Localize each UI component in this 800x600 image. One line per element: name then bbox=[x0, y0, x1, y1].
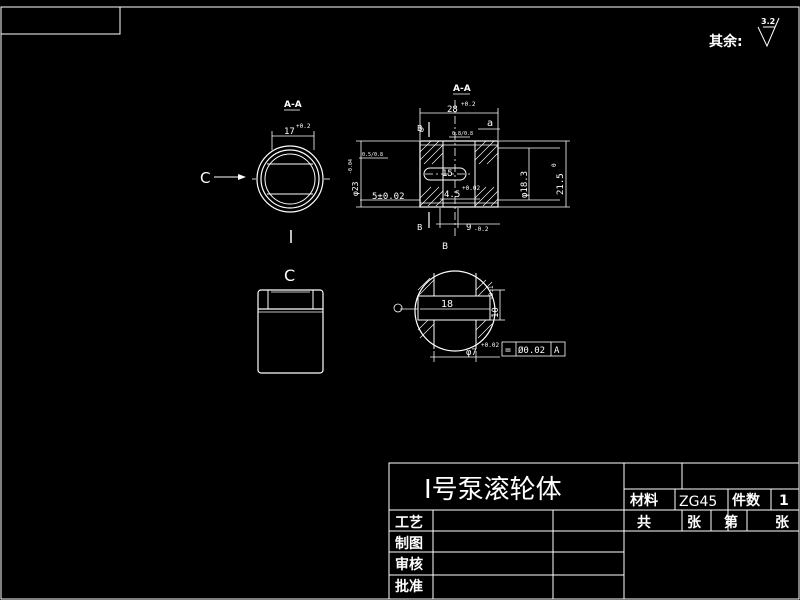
b-section-view: 18 10 -0.1 φ7 +0.02 = Ø0.02 A bbox=[393, 270, 566, 362]
dim-21-5: 21.5 bbox=[556, 173, 566, 195]
tolerance-value: Ø0.02 bbox=[518, 345, 545, 356]
sheet-label-2: 张 bbox=[775, 515, 790, 531]
dim-17: 17 bbox=[284, 127, 295, 137]
tolerance-symbol: = bbox=[505, 345, 511, 356]
roughness-label: 其余: bbox=[709, 33, 743, 50]
dim-15: 15 bbox=[442, 169, 453, 179]
row-checked: 审核 bbox=[395, 556, 423, 573]
dim-9-tol: -0.2 bbox=[474, 226, 489, 233]
dim-17-tol: +0.2 bbox=[296, 123, 311, 130]
count-value: 1 bbox=[779, 493, 789, 509]
dim-phi23-tol: -0.04 bbox=[348, 159, 354, 174]
row-drawn: 制图 bbox=[395, 535, 423, 552]
material-label: 材料 bbox=[630, 492, 658, 509]
dim-phi7: φ7 bbox=[466, 348, 477, 358]
no-label: 第 bbox=[724, 514, 738, 531]
dim-5: 5±0.02 bbox=[372, 192, 405, 202]
mark-b-top: B bbox=[417, 124, 423, 133]
dim-phi18-3: φ18.3 bbox=[520, 171, 530, 198]
dim-small-2: 0.5/0.8 bbox=[362, 152, 383, 158]
c-view: C bbox=[257, 266, 324, 374]
section-hatching bbox=[419, 140, 499, 207]
dim-28-tol: +0.2 bbox=[461, 101, 476, 108]
dim-18: 18 bbox=[441, 299, 453, 310]
dim-small-1: 0.8/0.8 bbox=[452, 131, 473, 137]
view-b-label: B bbox=[442, 242, 448, 252]
mark-b-bottom: B bbox=[417, 223, 423, 232]
dim-phi23: φ23 bbox=[351, 181, 360, 196]
tolerance-frame: = Ø0.02 A bbox=[501, 341, 566, 357]
mark-b: b bbox=[419, 125, 424, 134]
mark-a: a bbox=[487, 118, 493, 129]
view-c-label: C bbox=[284, 266, 295, 285]
dim-21-5-tol: 0 bbox=[551, 163, 558, 167]
dim-phi7-tol: +0.02 bbox=[481, 342, 499, 349]
dim-4-5-tol: +0.02 bbox=[462, 185, 480, 192]
section-view: A-A 28 +0.2 a b 0.8/0.8 0.5/0.8 bbox=[348, 84, 570, 252]
dim-4-5: 4.5 bbox=[444, 190, 460, 200]
roughness-note: 其余: 3.2 bbox=[709, 17, 780, 50]
row-approved: 批准 bbox=[395, 578, 423, 595]
b-section-hatching bbox=[417, 277, 493, 339]
section-label-right: A-A bbox=[453, 84, 471, 94]
end-view: A-A 17 +0.2 C bbox=[200, 100, 330, 243]
view-c-arrow-label: C bbox=[200, 169, 210, 187]
section-label-left: A-A bbox=[284, 100, 302, 110]
dim-28: 28 bbox=[447, 105, 458, 115]
material-value: ZG45 bbox=[679, 494, 717, 510]
title-block: I号泵滚轮体 材料 ZG45 件数 1 共 张 第 张 工艺 制图 审核 批准 bbox=[388, 462, 800, 600]
total-label: 共 bbox=[637, 514, 651, 531]
dim-10: 10 bbox=[491, 307, 501, 318]
part-name: I号泵滚轮体 bbox=[424, 475, 562, 505]
tolerance-datum: A bbox=[554, 346, 560, 356]
dim-9: 9 bbox=[466, 223, 471, 233]
sheet-label: 张 bbox=[687, 515, 702, 531]
row-process: 工艺 bbox=[395, 514, 423, 531]
roughness-value: 3.2 bbox=[761, 17, 775, 26]
count-label: 件数 bbox=[732, 492, 761, 509]
dim-10-tol: -0.1 bbox=[488, 285, 495, 300]
